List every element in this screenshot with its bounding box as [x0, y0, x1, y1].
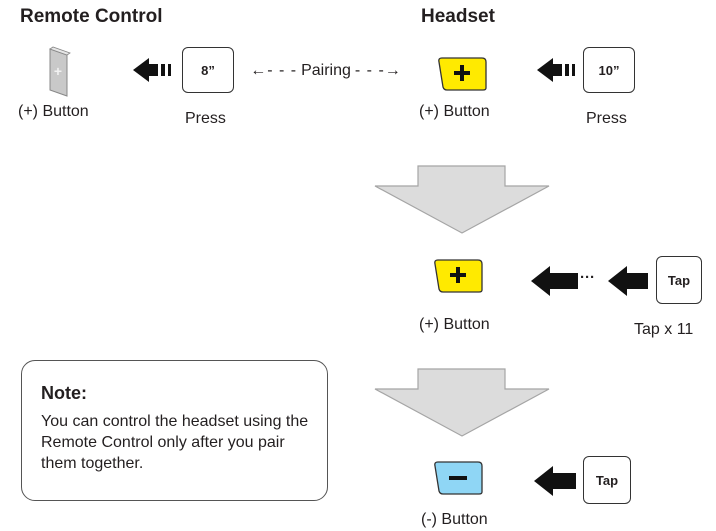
pairing-left-arrow-icon: ←- - - — [250, 62, 298, 79]
remote-plus-button-label: (+) Button — [18, 103, 89, 120]
headset-plus-button-icon — [438, 57, 487, 91]
ellipsis-icon: ··· — [580, 269, 595, 286]
headset-press-key: 10” — [583, 47, 635, 93]
minus-button-label: (-) Button — [421, 511, 488, 528]
headset-title: Headset — [421, 6, 495, 27]
note-body: You can control the headset using the Re… — [41, 413, 309, 472]
down-arrow-1-icon — [374, 165, 550, 234]
remote-press-label: Press — [185, 110, 226, 127]
step2-plus-button-label: (+) Button — [419, 316, 490, 333]
svg-text:+: + — [54, 63, 62, 79]
note-box: Note: You can control the headset using … — [21, 360, 328, 501]
note-title: Note: — [41, 383, 87, 403]
step3-tap-key: Tap — [583, 456, 631, 504]
tap-arrow-2-icon — [608, 266, 648, 296]
step2-tap-key: Tap — [656, 256, 702, 304]
pairing-indicator: ←- - - Pairing - - -→ — [246, 62, 406, 80]
tap-count-label: Tap x 11 — [634, 321, 694, 338]
pairing-label: Pairing — [301, 62, 351, 79]
press-arrow-headset-icon — [537, 58, 575, 82]
down-arrow-2-icon — [374, 368, 550, 437]
remote-plus-button-icon: + — [49, 46, 71, 97]
pairing-right-arrow-icon: - - -→ — [354, 62, 402, 79]
headset-plus-button-label: (+) Button — [419, 103, 490, 120]
press-arrow-remote-icon — [133, 58, 171, 82]
tap-arrow-3-icon — [534, 466, 576, 496]
step2-plus-button-icon — [434, 259, 483, 293]
headset-press-label: Press — [586, 110, 627, 127]
minus-button-icon — [434, 461, 483, 495]
remote-press-key: 8” — [182, 47, 234, 93]
remote-control-title: Remote Control — [20, 6, 163, 27]
tap-arrow-1-icon — [531, 266, 578, 296]
